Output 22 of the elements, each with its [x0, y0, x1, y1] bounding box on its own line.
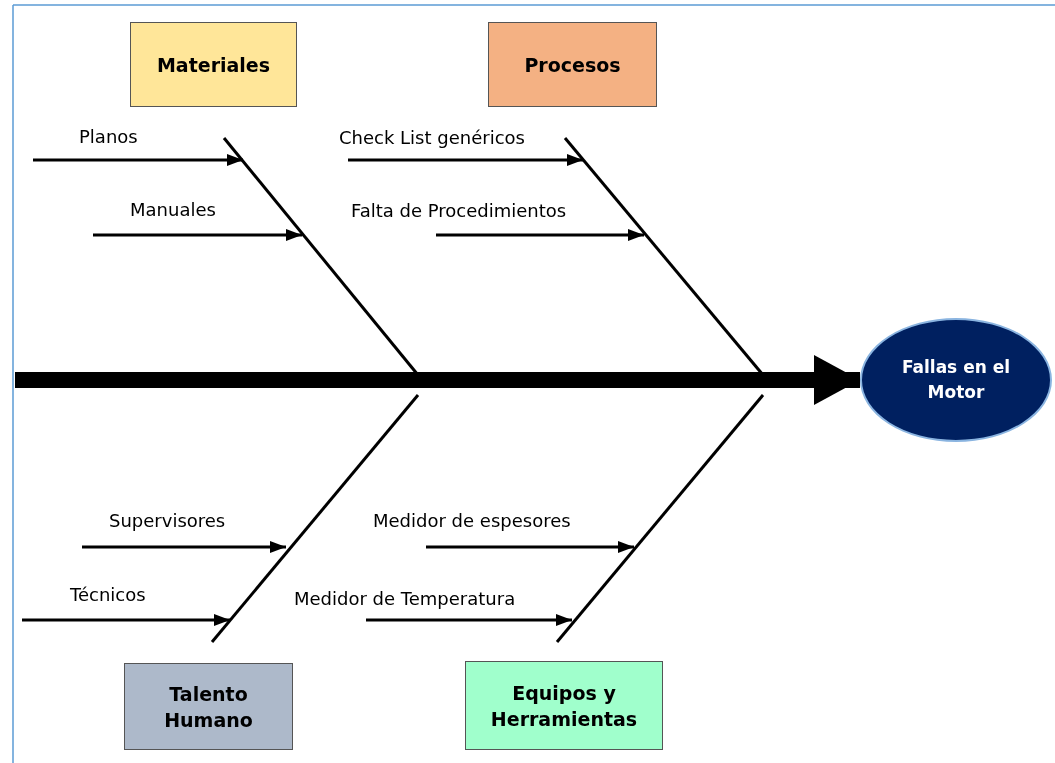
arrow [93, 229, 302, 241]
arrow [348, 154, 583, 166]
cause-label: Medidor de Temperatura [294, 588, 516, 610]
arrow [366, 614, 572, 626]
effect-ellipse: Fallas en el Motor [860, 318, 1052, 442]
cause-label: Planos [79, 126, 138, 148]
arrow [426, 541, 634, 553]
arrow [436, 229, 644, 241]
category-box: Equipos y Herramientas [465, 661, 663, 750]
arrow [33, 154, 243, 166]
category-box: Procesos [488, 22, 657, 107]
cause-label: Falta de Procedimientos [351, 200, 567, 222]
arrow [22, 614, 230, 626]
arrow [82, 541, 286, 553]
category-box: Talento Humano [124, 663, 293, 750]
cause-label: Check List genéricos [339, 127, 525, 149]
cause-label: Supervisores [109, 510, 226, 532]
cause-label: Técnicos [70, 584, 146, 606]
cause-label: Manuales [130, 199, 216, 221]
cause-label: Medidor de espesores [373, 510, 571, 532]
category-box: Materiales [130, 22, 297, 107]
spine-arrow [15, 355, 860, 405]
